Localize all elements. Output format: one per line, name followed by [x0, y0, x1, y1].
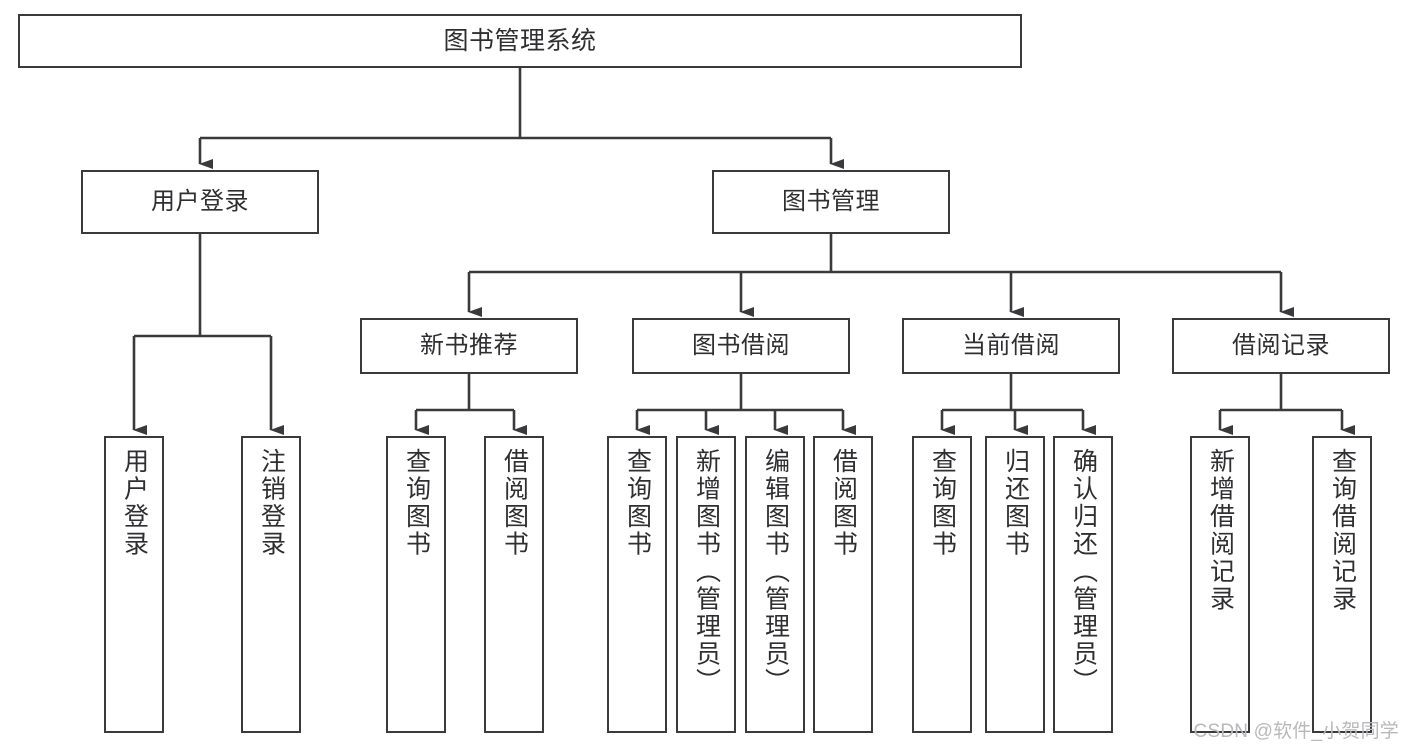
node-book-borrowing[interactable]: 图书借阅	[632, 318, 850, 374]
leaf-user-login[interactable]: 用户登录	[104, 436, 164, 733]
leaf-confirm-return-admin[interactable]: 确认归还（管理员）	[1053, 436, 1113, 733]
node-label: 查询图书	[402, 448, 431, 558]
node-label: 借阅图书	[500, 448, 529, 558]
leaf-logout[interactable]: 注销登录	[241, 436, 301, 733]
leaf-borrow-books-newbook[interactable]: 借阅图书	[484, 436, 544, 733]
node-label: 当前借阅	[962, 332, 1060, 360]
node-label: 用户登录	[120, 448, 149, 558]
node-borrow-records[interactable]: 借阅记录	[1172, 318, 1390, 374]
node-label: 查询图书	[928, 448, 957, 558]
node-current-borrowing[interactable]: 当前借阅	[902, 318, 1120, 374]
node-label: 用户登录	[151, 188, 249, 216]
node-label: 图书管理	[782, 188, 880, 216]
leaf-add-borrow-record[interactable]: 新增借阅记录	[1190, 436, 1250, 733]
node-label: 确认归还（管理员）	[1069, 448, 1098, 696]
leaf-return-books[interactable]: 归还图书	[985, 436, 1045, 733]
node-user-login[interactable]: 用户登录	[81, 170, 319, 234]
leaf-borrow-books[interactable]: 借阅图书	[813, 436, 873, 733]
node-label: 借阅图书	[829, 448, 858, 558]
leaf-query-borrow-record[interactable]: 查询借阅记录	[1312, 436, 1372, 733]
csdn-watermark: CSDN @软件_小贺同学	[1193, 721, 1399, 742]
node-book-management[interactable]: 图书管理	[712, 170, 950, 234]
node-label: 注销登录	[257, 448, 286, 558]
node-root-book-management-system[interactable]: 图书管理系统	[18, 14, 1022, 68]
leaf-query-books-newbook[interactable]: 查询图书	[386, 436, 446, 733]
node-new-book-recommendation[interactable]: 新书推荐	[360, 318, 578, 374]
node-label: 借阅记录	[1232, 332, 1330, 360]
leaf-query-books-current[interactable]: 查询图书	[912, 436, 972, 733]
node-label: 图书借阅	[692, 332, 790, 360]
node-label: 查询借阅记录	[1328, 448, 1357, 613]
node-label: 编辑图书（管理员）	[761, 448, 790, 696]
leaf-edit-book-admin[interactable]: 编辑图书（管理员）	[745, 436, 805, 733]
node-label: 新增借阅记录	[1206, 448, 1235, 613]
leaf-query-books-borrowing[interactable]: 查询图书	[607, 436, 667, 733]
node-label: 新书推荐	[420, 332, 518, 360]
leaf-add-book-admin[interactable]: 新增图书（管理员）	[676, 436, 736, 733]
node-label: 新增图书（管理员）	[692, 448, 721, 696]
node-label: 查询图书	[623, 448, 652, 558]
node-label: 图书管理系统	[443, 26, 597, 55]
node-label: 归还图书	[1001, 448, 1030, 558]
